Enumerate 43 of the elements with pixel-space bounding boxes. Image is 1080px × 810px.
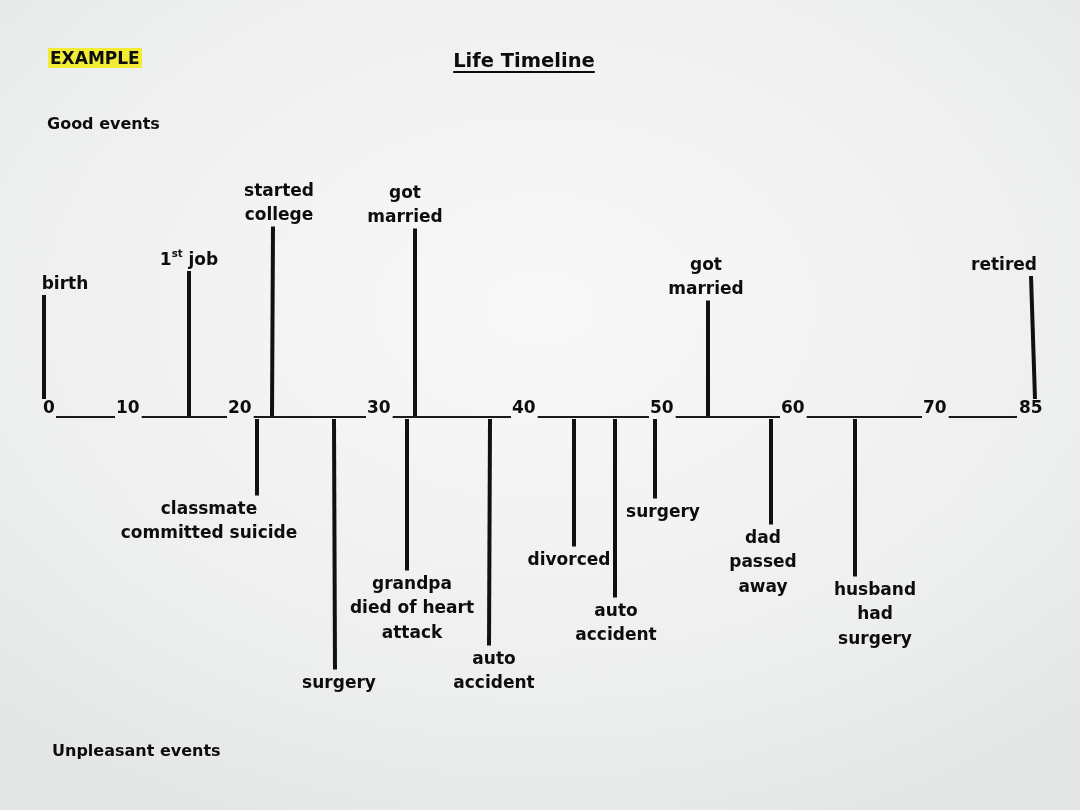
title: Life Timeline	[453, 50, 595, 72]
event-label: got married	[367, 179, 443, 229]
event-label: dad passed away	[729, 524, 797, 598]
leader-line	[613, 419, 617, 598]
axis-tick-label: 85	[1019, 399, 1043, 416]
highlighted-label: EXAMPLE	[48, 48, 142, 68]
leader-line	[42, 295, 46, 399]
leader-line	[769, 419, 773, 525]
event-label: divorced	[527, 546, 611, 571]
leader-line	[332, 419, 337, 670]
leader-line	[853, 419, 857, 577]
leader-line	[487, 419, 492, 646]
leader-line	[1029, 275, 1037, 400]
leader-line	[270, 226, 275, 416]
event-label: husband had surgery	[833, 576, 917, 650]
event-label: retired	[971, 251, 1037, 276]
axis-tick-label: 0	[43, 399, 55, 416]
event-label: got married	[668, 251, 744, 301]
event-label: 1$^{st}$ job	[159, 246, 219, 271]
leader-line	[405, 419, 409, 571]
axis-tick-label: 40	[512, 399, 536, 416]
leader-line	[653, 419, 657, 499]
axis-tick-label: 20	[228, 399, 252, 416]
event-label: surgery	[302, 669, 376, 694]
section-label: Good events	[47, 115, 160, 133]
leader-line	[706, 300, 710, 416]
leader-line	[572, 419, 576, 547]
event-label: classmate committed suicide	[120, 495, 298, 545]
section-label: Unpleasant events	[52, 742, 221, 760]
timeline-axis	[56, 416, 1017, 419]
event-label: birth	[41, 270, 89, 295]
leader-line	[187, 271, 191, 416]
event-label: started college	[244, 177, 314, 227]
axis-tick-label: 30	[367, 399, 391, 416]
event-label: auto accident	[575, 597, 657, 647]
axis-tick-label: 50	[650, 399, 674, 416]
axis-tick-label: 60	[781, 399, 805, 416]
event-label: surgery	[626, 498, 700, 523]
axis-tick-label: 10	[116, 399, 140, 416]
leader-line	[255, 419, 259, 496]
event-label: auto accident	[453, 645, 535, 695]
axis-tick-label: 70	[923, 399, 947, 416]
leader-line	[413, 228, 417, 416]
